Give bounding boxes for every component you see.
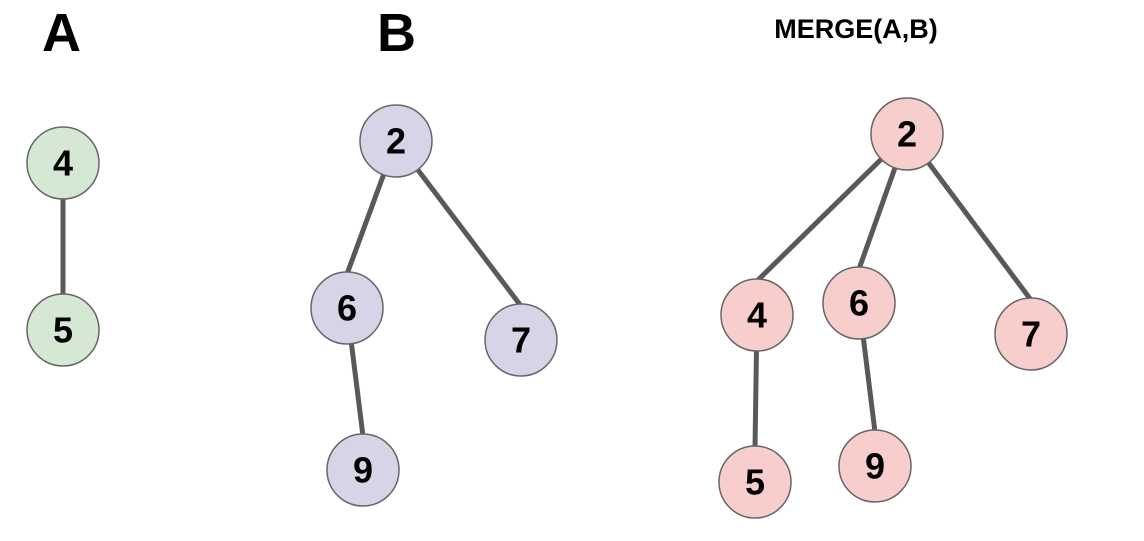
tree-merge-node-6 (822, 266, 896, 340)
tree-merge-node-label-9: 9 (865, 446, 885, 487)
tree-a-node-5 (26, 293, 100, 367)
tree-merge-node-label-6: 6 (849, 283, 869, 324)
tree-b-node-label-6: 6 (337, 288, 357, 329)
tree-b-node-2 (359, 104, 433, 178)
tree-merge: 2 4 6 7 5 9 (718, 97, 1068, 519)
tree-merge-node-label-7: 7 (1021, 314, 1041, 355)
tree-merge-node-label-4: 4 (747, 295, 767, 336)
tree-merge-node-4 (720, 278, 794, 352)
tree-merge-node-9 (838, 429, 912, 503)
tree-b-node-9 (326, 433, 400, 507)
tree-merge-node-label-5: 5 (745, 462, 765, 503)
tree-a-heading: A (42, 3, 81, 63)
tree-a-node-4 (26, 126, 100, 200)
tree-a-node-label-5: 5 (53, 310, 73, 351)
tree-merge-node-label-2: 2 (897, 114, 917, 155)
tree-b-node-6 (310, 271, 384, 345)
tree-a-node-label-4: 4 (53, 143, 73, 184)
tree-a: 45 (26, 126, 100, 367)
tree-b-heading: B (377, 3, 416, 63)
tree-merge-node-7 (994, 297, 1068, 371)
tree-merge-node-5 (718, 445, 792, 519)
tree-b-node-label-2: 2 (386, 121, 406, 162)
merge-tree-heading: MERGE(A,B) (774, 14, 938, 44)
tree-b-node-7 (484, 303, 558, 377)
tree-b-node-label-7: 7 (511, 320, 531, 361)
tree-b: 2 6 7 9 (310, 104, 558, 507)
tree-b-node-label-9: 9 (353, 450, 373, 491)
tree-merge-node-2 (870, 97, 944, 171)
